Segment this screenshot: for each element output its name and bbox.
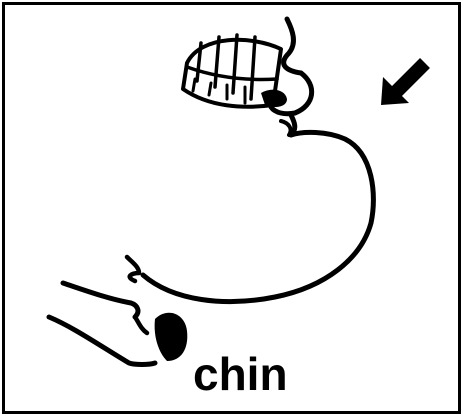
jaw-outline — [140, 112, 376, 305]
neck-upper-line — [124, 254, 142, 284]
tongue-shape — [261, 89, 287, 107]
neck-line-3 — [46, 314, 158, 367]
adams-apple-shape — [154, 312, 188, 361]
chin-illustration — [46, 16, 430, 367]
arrow-down-left-icon — [381, 58, 430, 105]
caption-label: chin — [193, 348, 288, 400]
upper-lip-outline — [281, 16, 304, 76]
neck-line-1 — [60, 280, 141, 320]
lip-crease — [279, 119, 293, 137]
lower-lip-outline — [268, 70, 314, 117]
neck-line-2 — [132, 314, 150, 336]
teeth-icon — [181, 33, 283, 109]
